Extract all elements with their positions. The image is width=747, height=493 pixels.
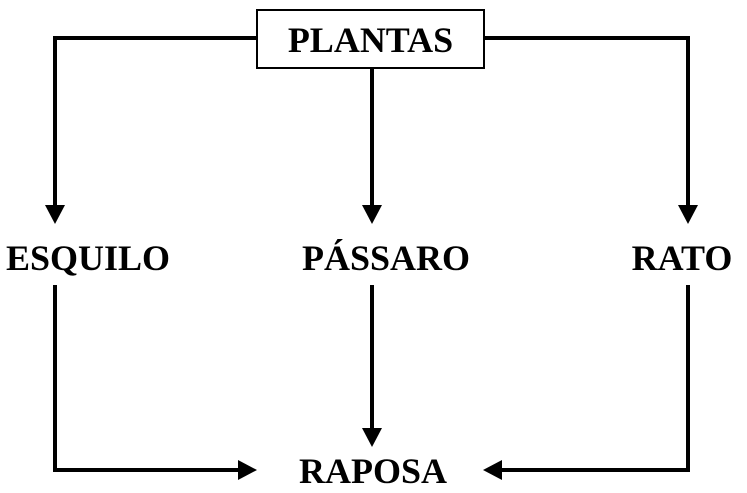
node-plantas-box (256, 9, 485, 69)
edge-plantas-esquilo-line (53, 36, 257, 208)
edge-rato-raposa-arrowhead (483, 460, 502, 480)
node-rato-label: RATO (632, 238, 733, 278)
node-passaro-label: PÁSSARO (302, 238, 470, 278)
edge-plantas-esquilo-arrowhead (45, 205, 65, 224)
edge-plantas-rato-arrowhead (678, 205, 698, 224)
edge-plantas-rato (484, 36, 698, 224)
edge-passaro-raposa (362, 285, 382, 447)
node-esquilo-label: ESQUILO (6, 238, 170, 278)
edge-plantas-passaro (362, 68, 382, 224)
node-raposa-label: RAPOSA (299, 451, 447, 491)
edge-rato-raposa (483, 285, 690, 480)
node-plantas: PLANTAS (256, 9, 485, 69)
edge-esquilo-raposa (53, 285, 257, 480)
edge-rato-raposa-line (500, 285, 690, 472)
edge-plantas-rato-line (484, 36, 690, 208)
edge-passaro-raposa-arrowhead (362, 428, 382, 447)
edge-plantas-esquilo (45, 36, 257, 224)
edge-esquilo-raposa-arrowhead (238, 460, 257, 480)
edge-plantas-passaro-arrowhead (362, 205, 382, 224)
node-plantas-label: PLANTAS (288, 20, 453, 60)
edge-esquilo-raposa-line (53, 285, 240, 472)
